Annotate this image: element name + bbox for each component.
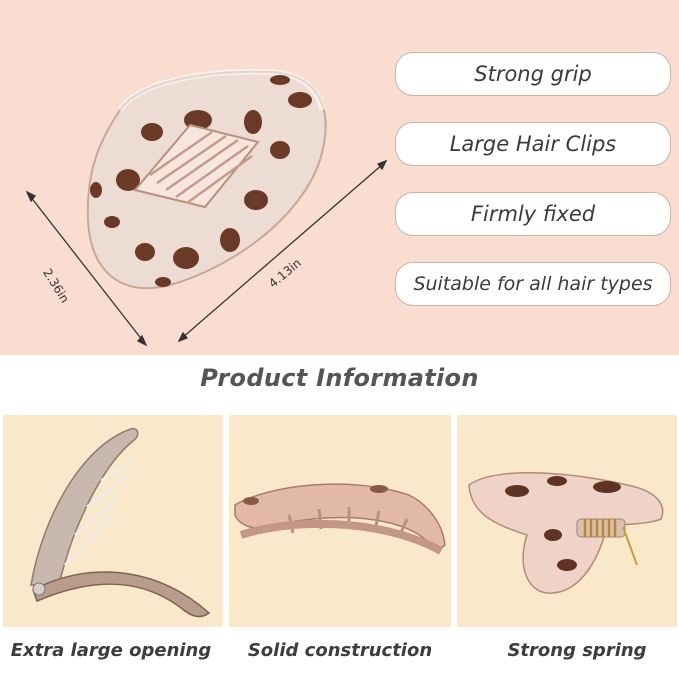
panel-solid-construction: [229, 415, 451, 627]
hero-panel: 2.36in 4.13in Strong grip Large Hair Cli…: [0, 0, 679, 355]
feature-list: Strong grip Large Hair Clips Firmly fixe…: [395, 52, 671, 332]
caption-strong-spring: Strong spring: [507, 640, 647, 661]
clip-spring-image: [468, 472, 664, 594]
panel-extra-large-opening: [3, 415, 223, 627]
feature-pill-strong-grip: Strong grip: [395, 52, 671, 96]
caption-solid-construction: Solid construction: [247, 640, 433, 661]
section-title: Product Information: [200, 364, 479, 392]
panel-strong-spring: [457, 415, 677, 627]
feature-pill-large-hair-clips: Large Hair Clips: [395, 122, 671, 166]
hair-clip-top-view-image: [25, 68, 388, 347]
clip-closed-image: [234, 483, 446, 555]
clip-open-image: [30, 427, 211, 618]
caption-extra-large-opening: Extra large opening: [10, 640, 212, 661]
feature-pill-firmly-fixed: Firmly fixed: [395, 192, 671, 236]
feature-pill-all-hair-types: Suitable for all hair types: [395, 262, 671, 306]
